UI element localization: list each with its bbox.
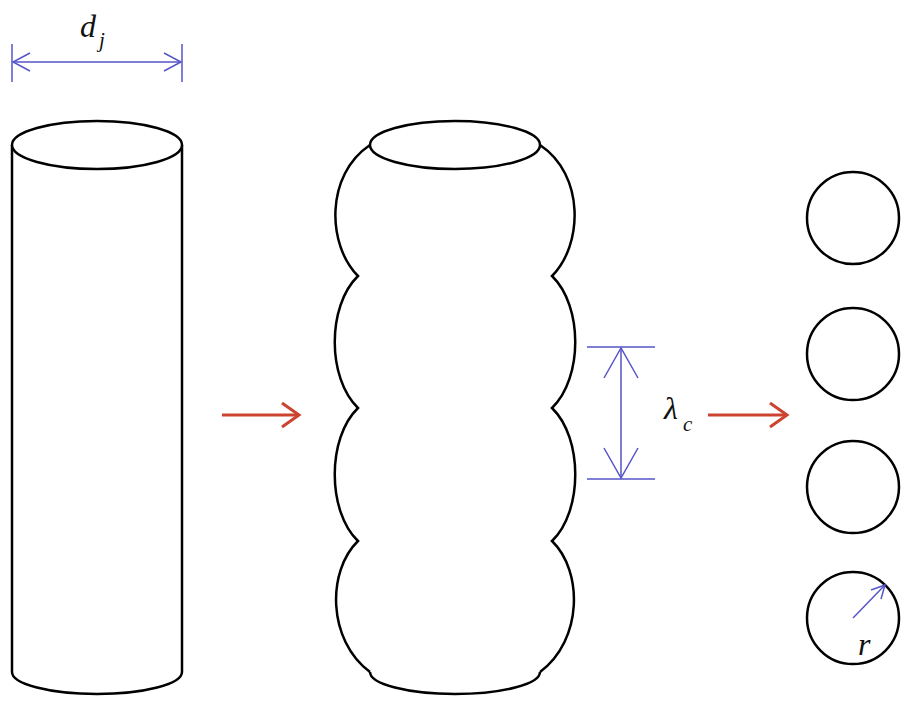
jet-top: [12, 121, 182, 169]
jet-bottom: [12, 672, 182, 694]
dimension-arrowhead: [13, 53, 30, 71]
jet-wall: [11, 145, 14, 672]
wavelength-dimension: [587, 347, 655, 479]
dimension-line: [13, 61, 181, 63]
jet-wall: [335, 145, 370, 672]
arrow-shaft: [222, 414, 298, 417]
arrow-shaft: [708, 414, 786, 417]
dimension-arrowhead: [164, 53, 181, 71]
perturbed-jet: [335, 121, 576, 694]
dimension-arrowhead: [604, 348, 638, 378]
arrow-head: [770, 403, 787, 427]
radius-line: [853, 586, 884, 618]
radius-indicator: [853, 585, 885, 618]
dimension-line: [620, 348, 622, 478]
dimension-subscript: j: [99, 30, 105, 51]
dimension-symbol: λ: [664, 392, 678, 424]
droplet: [807, 441, 899, 533]
straight-jet: [12, 121, 182, 694]
process-arrow: [708, 403, 787, 427]
dimension-arrowhead: [604, 448, 638, 478]
jet-wall: [181, 145, 184, 672]
jet-wall: [540, 145, 575, 672]
dimension-symbol: d: [80, 10, 96, 42]
jet-bottom: [370, 672, 540, 694]
arrow-head: [282, 403, 299, 427]
diameter-dimension: [12, 44, 182, 82]
dimension-tick: [181, 44, 183, 82]
radius-arrowhead: [871, 585, 885, 599]
droplet: [807, 308, 899, 400]
dimension-tick: [11, 44, 13, 82]
dimension-subscript: c: [683, 414, 692, 435]
droplet: [807, 572, 899, 664]
droplets: [807, 172, 899, 664]
droplet: [807, 172, 899, 264]
process-arrow: [222, 403, 299, 427]
jet-top: [370, 121, 540, 169]
radius-symbol: r: [858, 628, 870, 660]
